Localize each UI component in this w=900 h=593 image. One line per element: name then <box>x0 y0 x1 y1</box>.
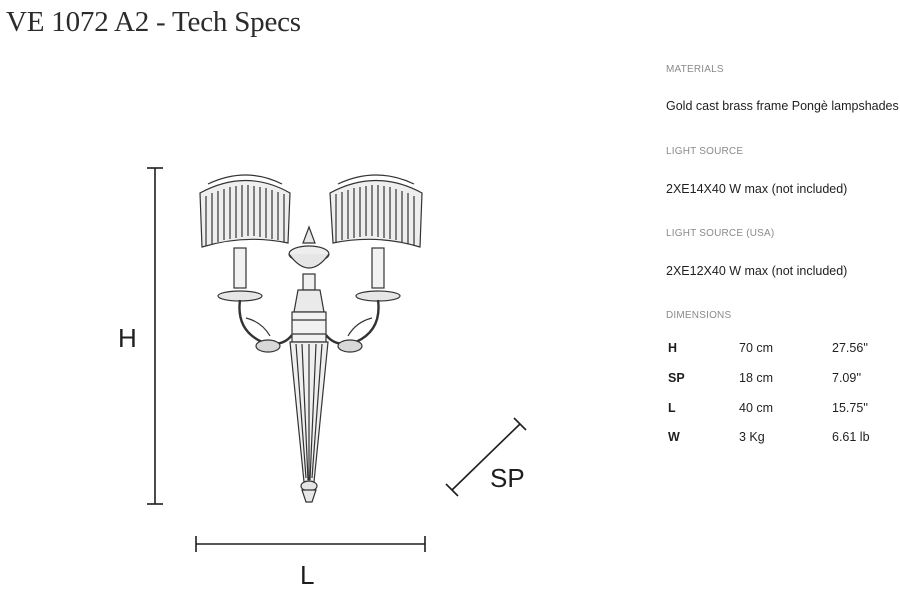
wall-lamp-illustration <box>199 174 423 503</box>
light-source-heading: LIGHT SOURCE <box>666 146 744 157</box>
dimension-imperial: 6.61 lb <box>832 430 870 444</box>
dimension-imperial: 7.09'' <box>832 371 862 385</box>
height-label: H <box>118 323 137 353</box>
dimensions-heading: DIMENSIONS <box>666 310 732 321</box>
light-source-value: 2XE14X40 W max (not included) <box>666 182 848 196</box>
dimension-code: L <box>668 401 676 415</box>
dimension-metric: 18 cm <box>739 371 774 385</box>
right-candle-socket <box>371 247 385 289</box>
length-dimension-line <box>195 536 426 552</box>
dimension-row-depth: SP 18 cm 7.09'' <box>666 371 896 389</box>
light-source-usa-heading: LIGHT SOURCE (USA) <box>666 228 775 239</box>
dimension-row-length: L 40 cm 15.75'' <box>666 401 896 419</box>
length-label: L <box>300 560 314 590</box>
page-title: VE 1072 A2 - Tech Specs <box>6 6 301 38</box>
right-lampshade <box>329 174 423 248</box>
light-source-usa-value: 2XE12X40 W max (not included) <box>666 264 848 278</box>
dimension-row-height: H 70 cm 27.56'' <box>666 341 896 359</box>
dimension-imperial: 15.75'' <box>832 401 869 415</box>
dimension-code: SP <box>668 371 685 385</box>
dimension-code: W <box>668 430 680 444</box>
dimension-metric: 3 Kg <box>739 430 765 444</box>
left-lampshade <box>199 174 291 248</box>
depth-dimension-line <box>445 417 527 497</box>
lamp-technical-drawing: H L SP <box>118 167 527 590</box>
dimension-metric: 40 cm <box>739 401 774 415</box>
height-dimension-line <box>147 167 163 505</box>
dimension-row-weight: W 3 Kg 6.61 lb <box>666 430 896 448</box>
dimension-code: H <box>668 341 678 355</box>
depth-label: SP <box>490 463 525 493</box>
dimension-imperial: 27.56'' <box>832 341 869 355</box>
materials-value: Gold cast brass frame Pongè lampshades <box>666 99 899 113</box>
materials-heading: MATERIALS <box>666 64 724 75</box>
dimension-metric: 70 cm <box>739 341 774 355</box>
left-candle-socket <box>233 247 247 289</box>
